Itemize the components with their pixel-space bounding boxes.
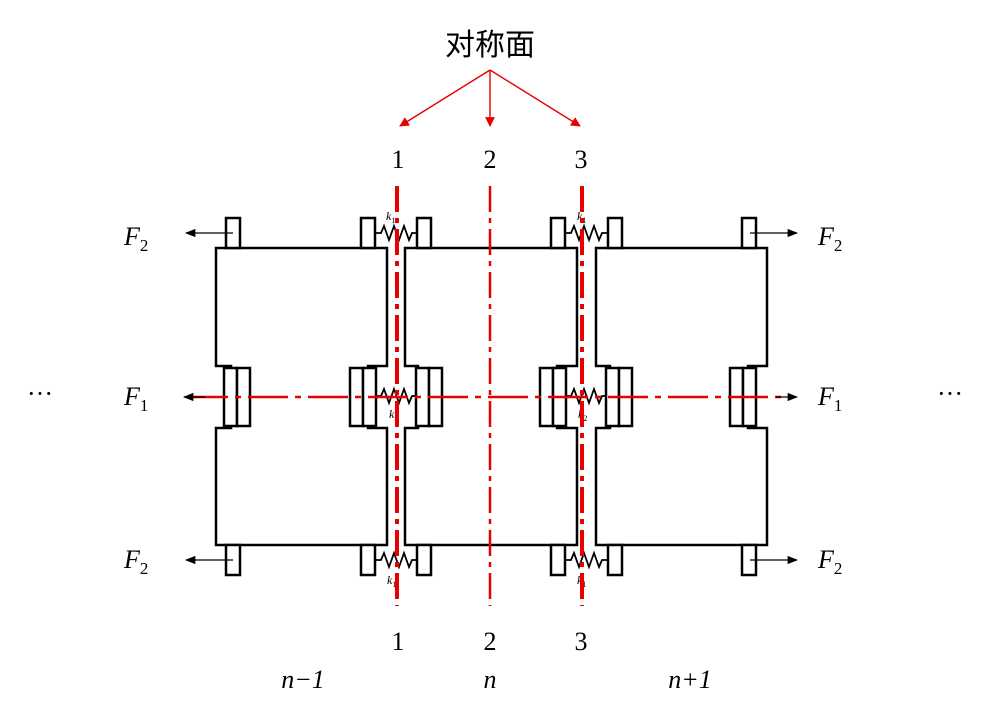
svg-text:k1: k1 xyxy=(577,209,586,225)
force-label-f2-top-right: F2 xyxy=(817,222,842,255)
cell-label-n: n xyxy=(484,665,497,694)
force-label-f2-bottom-left: F2 xyxy=(123,545,148,578)
svg-text:k1: k1 xyxy=(386,209,395,225)
symmetry-lines xyxy=(188,186,790,606)
force-label-f2-top-left: F2 xyxy=(123,222,148,255)
svg-text:k1: k1 xyxy=(387,573,396,589)
symmetry-pointer-arrows xyxy=(399,69,581,127)
cell-label-n-plus-1: n+1 xyxy=(668,665,712,694)
force-label-f1-right: F1 xyxy=(817,382,842,415)
symmetry-plane-title: 对称面 xyxy=(445,29,535,62)
force-label-f1-left: F1 xyxy=(123,382,148,415)
ellipsis-right: ··· xyxy=(937,379,963,408)
plane-number-2-bottom: 2 xyxy=(484,627,497,656)
plane-number-1-top: 1 xyxy=(392,145,405,174)
spring-k1-bottom-right xyxy=(565,550,608,570)
plane-number-1-bottom: 1 xyxy=(392,627,405,656)
spring-k1-top-right xyxy=(565,223,608,243)
plane-number-2-top: 2 xyxy=(484,145,497,174)
cell-plate-left xyxy=(214,246,389,547)
plane-number-3-bottom: 3 xyxy=(575,627,588,656)
plane-numbers-top: 1 2 3 xyxy=(392,145,588,174)
force-labels: F2 F2 F1 F1 F2 F2 xyxy=(123,222,842,578)
cell-label-n-minus-1: n−1 xyxy=(281,665,325,694)
cell-labels: n−1 n n+1 xyxy=(281,665,712,694)
plane-number-3-top: 3 xyxy=(575,145,588,174)
force-label-f2-bottom-right: F2 xyxy=(817,545,842,578)
plane-numbers-bottom: 1 2 3 xyxy=(392,627,588,656)
force-arrows xyxy=(182,228,799,565)
ellipsis-left: ··· xyxy=(27,379,53,408)
spring-k1-bottom-left xyxy=(375,550,417,570)
